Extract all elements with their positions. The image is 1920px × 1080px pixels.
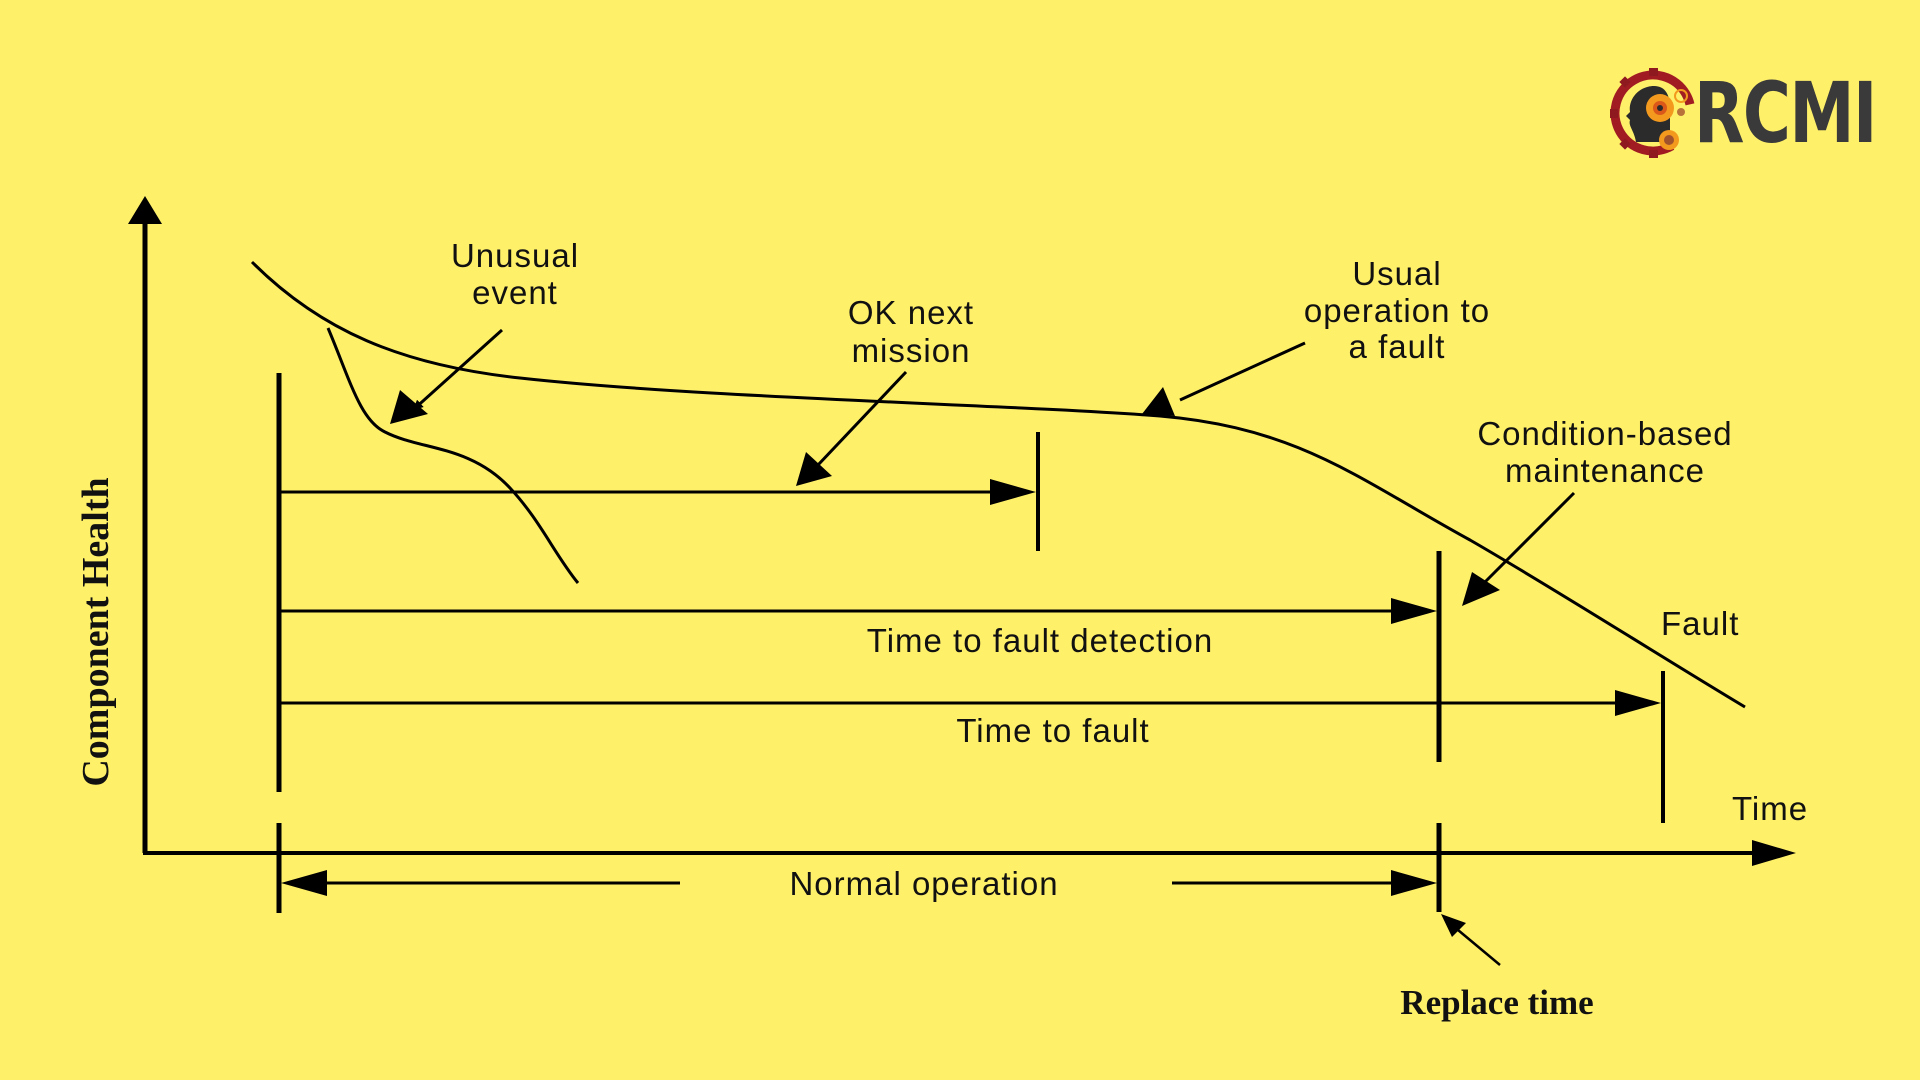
- logo-text: RCMI: [1694, 64, 1877, 162]
- cbm-label-line1: Condition-based: [1477, 415, 1732, 452]
- normal-operation-right-arrowhead: [1391, 870, 1437, 896]
- time-to-fault-detection-label: Time to fault detection: [867, 622, 1213, 659]
- usual-operation-label-line3: a fault: [1349, 328, 1446, 365]
- y-axis-label: Component Health: [75, 477, 117, 786]
- x-axis-label: Time: [1732, 790, 1808, 827]
- time-to-fault-label: Time to fault: [956, 712, 1149, 749]
- gear-head-icon: [1610, 68, 1696, 158]
- unusual-event-curve: [326, 327, 580, 584]
- usual-degradation-curve: [250, 260, 1746, 709]
- unusual-event-label-line2: event: [472, 274, 558, 311]
- unusual-event-label-line1: Unusual: [451, 237, 579, 274]
- usual-operation-label-line2: operation to: [1304, 292, 1490, 329]
- cbm-pointer-head: [1462, 572, 1500, 606]
- normal-operation-left-arrowhead: [281, 870, 327, 896]
- time-to-fault-detection-arrowhead: [1391, 598, 1437, 624]
- ok-next-mission-pointer-head: [796, 452, 832, 486]
- normal-operation-label: Normal operation: [789, 865, 1058, 902]
- usual-operation-pointer-head: [1142, 387, 1175, 416]
- replace-time-pointer-head: [1441, 914, 1466, 937]
- usual-operation-pointer: [1179, 341, 1306, 402]
- y-axis-arrowhead: [128, 196, 162, 224]
- ok-next-mission-label-line1: OK next: [848, 294, 974, 331]
- x-axis-arrowhead: [1752, 840, 1796, 866]
- rcmi-logo: RCMI: [1608, 64, 1877, 162]
- ok-next-mission-pointer: [816, 370, 908, 467]
- unusual-event-pointer: [411, 328, 504, 412]
- ok-next-mission-label-line2: mission: [852, 332, 971, 369]
- replace-time-pointer: [1451, 924, 1501, 966]
- unusual-event-pointer-head: [390, 390, 428, 424]
- cbm-pointer: [1483, 491, 1576, 584]
- usual-operation-label-line1: Usual: [1352, 255, 1441, 292]
- cbm-label-line2: maintenance: [1505, 452, 1705, 489]
- time-to-fault-arrowhead: [1615, 690, 1661, 716]
- ok-next-mission-arrowhead: [990, 479, 1036, 505]
- fault-label: Fault: [1661, 605, 1739, 642]
- replace-time-label: Replace time: [1400, 983, 1593, 1022]
